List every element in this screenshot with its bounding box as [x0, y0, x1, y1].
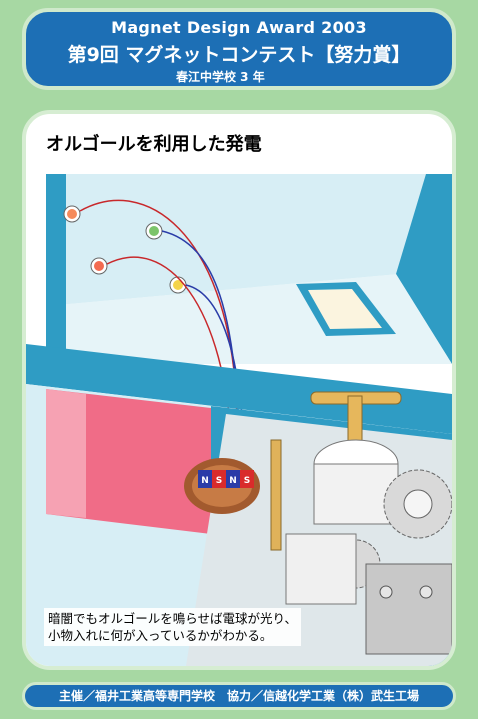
- contest-title: 第9回 マグネットコンテスト【努力賞】: [67, 44, 411, 66]
- description-line: 暗闇でもオルゴールを鳴らせば電球が光り、: [48, 611, 298, 626]
- led-yellow-icon: [173, 280, 183, 290]
- led-lights: [63, 205, 187, 294]
- magnet-label-4: S: [244, 476, 250, 486]
- led-green-icon: [149, 226, 159, 236]
- lid-frame-right: [396, 174, 452, 364]
- spring-drum-body: [313, 463, 399, 525]
- pink-compartment-side: [46, 389, 86, 518]
- box-rim: [26, 344, 452, 434]
- magnet-4: [240, 470, 254, 488]
- magnet-label-2: S: [216, 476, 222, 486]
- illustration-title: オルゴールを利用した発電: [40, 128, 268, 158]
- screw-icon: [419, 585, 433, 599]
- magnet-label-3: N: [229, 476, 237, 486]
- comb-plate: [365, 563, 452, 655]
- sponsor-footer: 主催／福井工業高等専門学校 協力／信越化学工業（株）武生工場: [22, 682, 456, 710]
- generator-housing: [285, 533, 357, 605]
- school-name: 春江中学校 3 年: [176, 70, 265, 84]
- magnet-label-1: N: [201, 476, 209, 486]
- illustration-panel: N S N S オルゴールを: [22, 110, 456, 670]
- illustration-description: 暗闇でもオルゴールを鳴らせば電球が光り、 小物入れに何が入っているかがわかる。: [44, 608, 302, 646]
- gear-hub: [403, 489, 433, 519]
- magnet-1: [198, 470, 212, 488]
- rod-icon: [270, 439, 282, 551]
- coil-assembly: N S N S: [184, 458, 260, 514]
- description-line: 小物入れに何が入っているかがわかる。: [48, 628, 273, 643]
- award-name: Magnet Design Award 2003: [111, 18, 367, 37]
- music-box-illustration: N S N S: [26, 174, 452, 666]
- lid-frame-left: [46, 174, 66, 364]
- led-red-1-icon: [67, 209, 77, 219]
- award-header: Magnet Design Award 2003 第9回 マグネットコンテスト【…: [22, 8, 456, 90]
- magnet-3: [226, 470, 240, 488]
- pink-compartment: [46, 389, 211, 534]
- magnet-2: [212, 470, 226, 488]
- screw-icon: [379, 585, 393, 599]
- lid-window: [308, 289, 382, 329]
- led-red-2-icon: [94, 261, 104, 271]
- lid-panel: [66, 174, 426, 304]
